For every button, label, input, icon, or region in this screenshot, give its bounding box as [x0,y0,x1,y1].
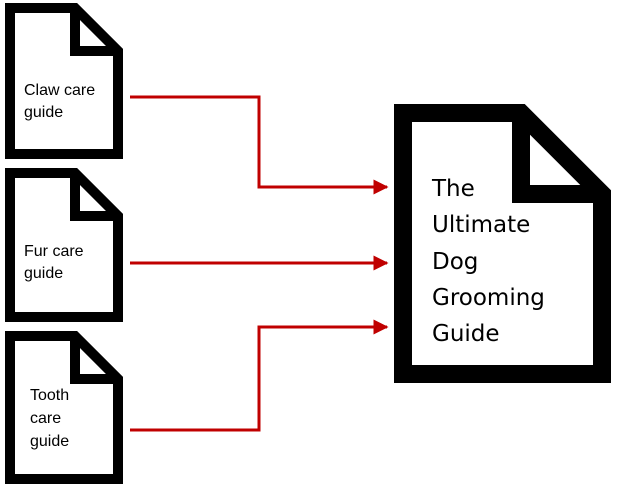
document-fold-icon [70,173,118,221]
document-fold-icon [70,336,118,384]
document-fold-icon [512,113,602,203]
document-icon [5,168,123,322]
document-icon [5,331,123,484]
source-label-fur-care: Fur care guide [24,243,88,282]
source-document-fur-care: Fur care guide [5,168,123,322]
target-label-grooming-guide: The Ultimate Dog Grooming Guide [431,176,552,347]
connectors [130,95,389,432]
source-label-tooth-care: Tooth care guide [30,387,74,450]
source-document-claw-care: Claw care guide [5,3,123,159]
document-icon [5,3,123,159]
document-fold-icon [70,8,118,56]
arrow-claw-to-guide [130,95,389,195]
arrow-tooth-to-guide [130,319,389,432]
target-document-grooming-guide: The Ultimate Dog Grooming Guide [394,104,611,383]
source-label-claw-care: Claw care guide [24,82,100,121]
document-icon [394,104,611,383]
source-document-tooth-care: Tooth care guide [5,331,123,484]
